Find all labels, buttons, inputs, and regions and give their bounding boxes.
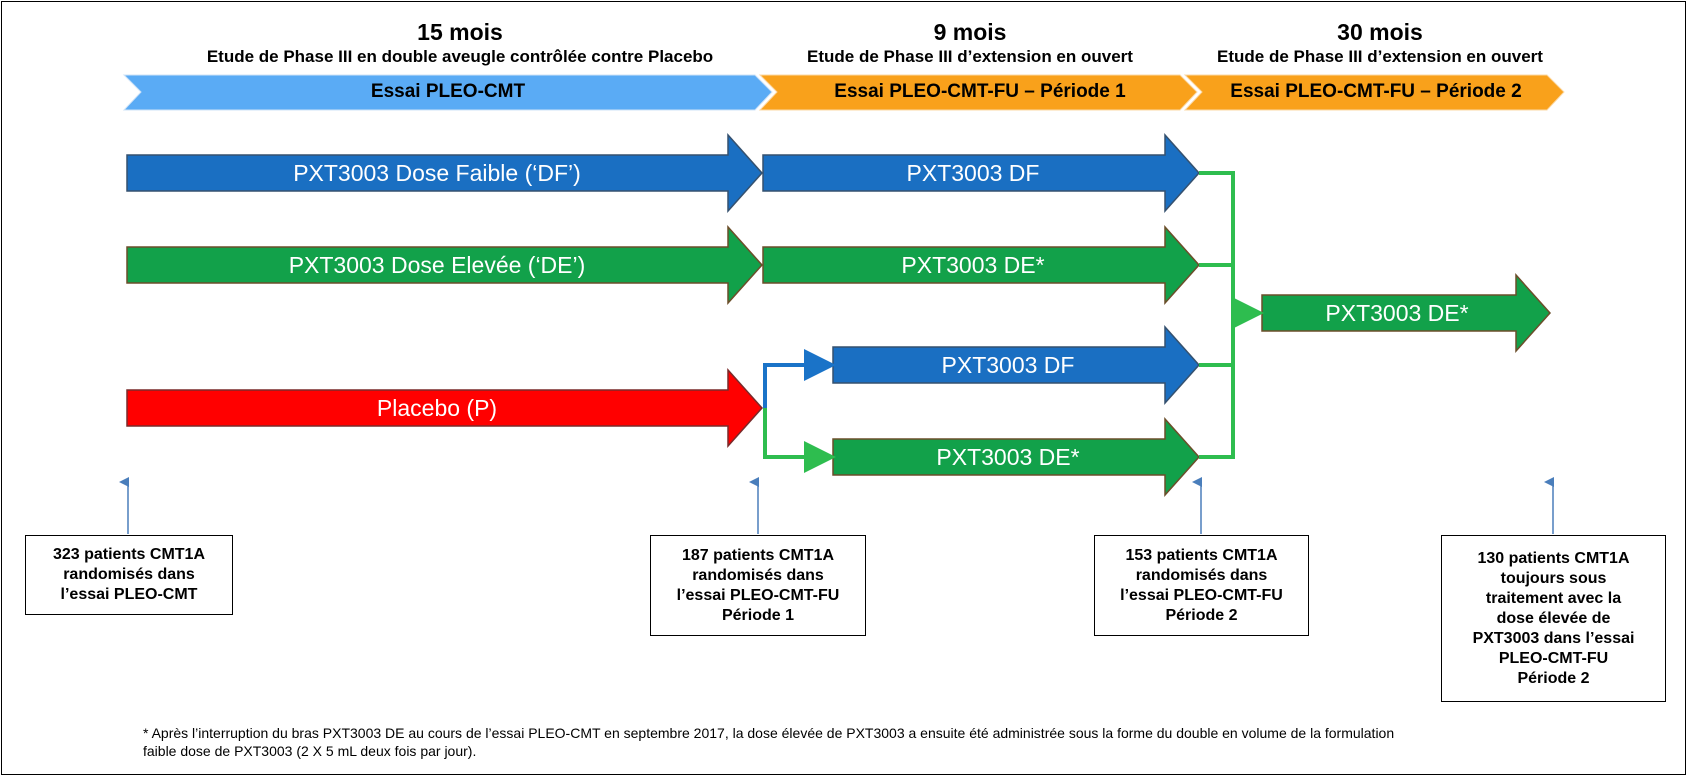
arm-label-de-main: PXT3003 Dose Elevée (‘DE’) [288,252,586,278]
header-description: Etude de Phase III d’extension en ouvert [807,47,1133,66]
arm-label-final-de: PXT3003 DE* [1325,300,1469,326]
arm-label-de-ext: PXT3003 DE* [901,252,1045,278]
patients-box-text: 323 patients CMT1A randomisés dans l’ess… [52,546,206,603]
phase-label-pleo-cmt: Essai PLEO-CMT [370,81,526,102]
header-description: Etude de Phase III d’extension en ouvert [1217,47,1543,66]
arm-arrow-placebo [126,368,764,448]
arm-label-df-ext: PXT3003 DF [906,160,1040,186]
patients-box-text: 130 patients CMT1A toujours sous traitem… [1472,549,1635,687]
connector-placebo-to-de [763,408,836,473]
connector-placebo-to-df [763,349,836,408]
phase-chevron-pleo-cmt [122,74,773,111]
arm-arrow-final-de [1261,273,1552,353]
arm-label-placebo-df: PXT3003 DF [941,352,1075,378]
header-months: 30 mois [1337,19,1423,45]
phase-label-period-2: Essai PLEO-CMT-FU – Période 2 [1230,81,1522,102]
header-description: Etude de Phase III en double aveugle con… [206,47,714,66]
arm-arrow-df-ext [762,133,1201,213]
patients-box-text: 187 patients CMT1A randomisés dans l’ess… [676,546,840,624]
arm-arrow-de-main [126,225,764,305]
phase-chevron-period-2 [1183,74,1565,111]
footnote: * Après l’interruption du bras PXT3003 D… [143,725,1395,759]
arm-label-placebo-de: PXT3003 DE* [936,444,1080,470]
header-period-2: 30 mois Etude de Phase III d’extension e… [1180,18,1580,68]
arm-label-placebo: Placebo (P) [376,395,498,421]
patients-box-153: 153 patients CMT1A randomisés dans l’ess… [1094,535,1309,636]
header-months: 9 mois [933,19,1007,45]
arm-arrow-placebo-de [832,417,1201,497]
connector-merge-lines [1199,171,1235,459]
header-period-1: 9 mois Etude de Phase III d’extension en… [770,18,1170,68]
header-pleo-cmt: 15 mois Etude de Phase III en double ave… [160,18,760,68]
patients-box-187: 187 patients CMT1A randomisés dans l’ess… [650,535,866,636]
arm-label-df-main: PXT3003 Dose Faible (‘DF’) [293,160,581,186]
patients-box-text: 153 patients CMT1A randomisés dans l’ess… [1120,546,1283,624]
header-months: 15 mois [417,19,503,45]
arm-arrow-df-main [126,133,764,213]
phase-chevron-period-1 [758,74,1198,111]
patients-box-323: 323 patients CMT1A randomisés dans l’ess… [25,535,233,615]
arm-arrow-de-ext [762,225,1201,305]
phase-label-period-1: Essai PLEO-CMT-FU – Période 1 [834,81,1126,102]
arm-arrow-placebo-df [832,325,1201,405]
patients-box-130: 130 patients CMT1A toujours sous traitem… [1441,535,1666,702]
